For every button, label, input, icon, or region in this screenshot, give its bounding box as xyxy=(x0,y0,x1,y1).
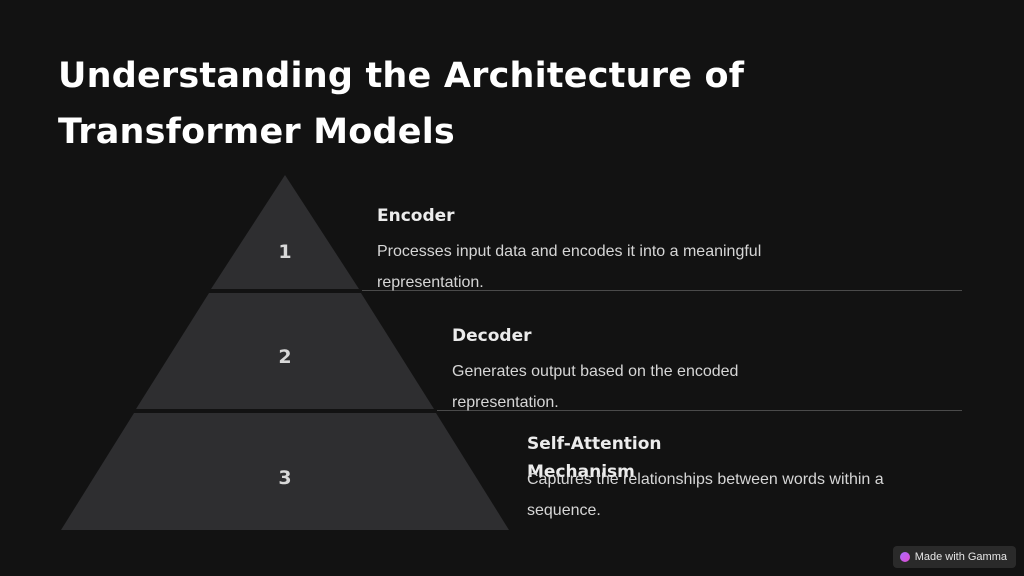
made-with-gamma-badge[interactable]: Made with Gamma xyxy=(892,546,1016,568)
divider-line-2 xyxy=(437,410,962,411)
step-self-attention: Self-Attention Mechanism Captures the re… xyxy=(527,430,927,526)
pyramid-tier-2 xyxy=(136,293,434,409)
step-encoder: Encoder Processes input data and encodes… xyxy=(377,202,797,298)
pyramid-tier-3 xyxy=(61,413,509,530)
slide-title: Understanding the Architecture of Transf… xyxy=(58,56,745,152)
step-heading: Decoder xyxy=(452,326,532,346)
pyramid-tier-1 xyxy=(211,175,359,289)
tier-number-2: 2 xyxy=(278,346,291,368)
divider-line-1 xyxy=(362,290,962,291)
tier-number-3: 3 xyxy=(278,467,291,489)
step-heading: Encoder xyxy=(377,206,455,226)
step-description: Captures the relationships between words… xyxy=(527,471,884,519)
step-decoder: Decoder Generates output based on the en… xyxy=(452,322,782,418)
step-description: Generates output based on the encoded re… xyxy=(452,363,739,411)
tier-number-1: 1 xyxy=(278,241,291,263)
badge-label: Made with Gamma xyxy=(914,551,1007,563)
gamma-logo-icon xyxy=(899,552,910,562)
step-heading: Self-Attention Mechanism xyxy=(527,434,662,482)
step-description: Processes input data and encodes it into… xyxy=(377,243,762,291)
